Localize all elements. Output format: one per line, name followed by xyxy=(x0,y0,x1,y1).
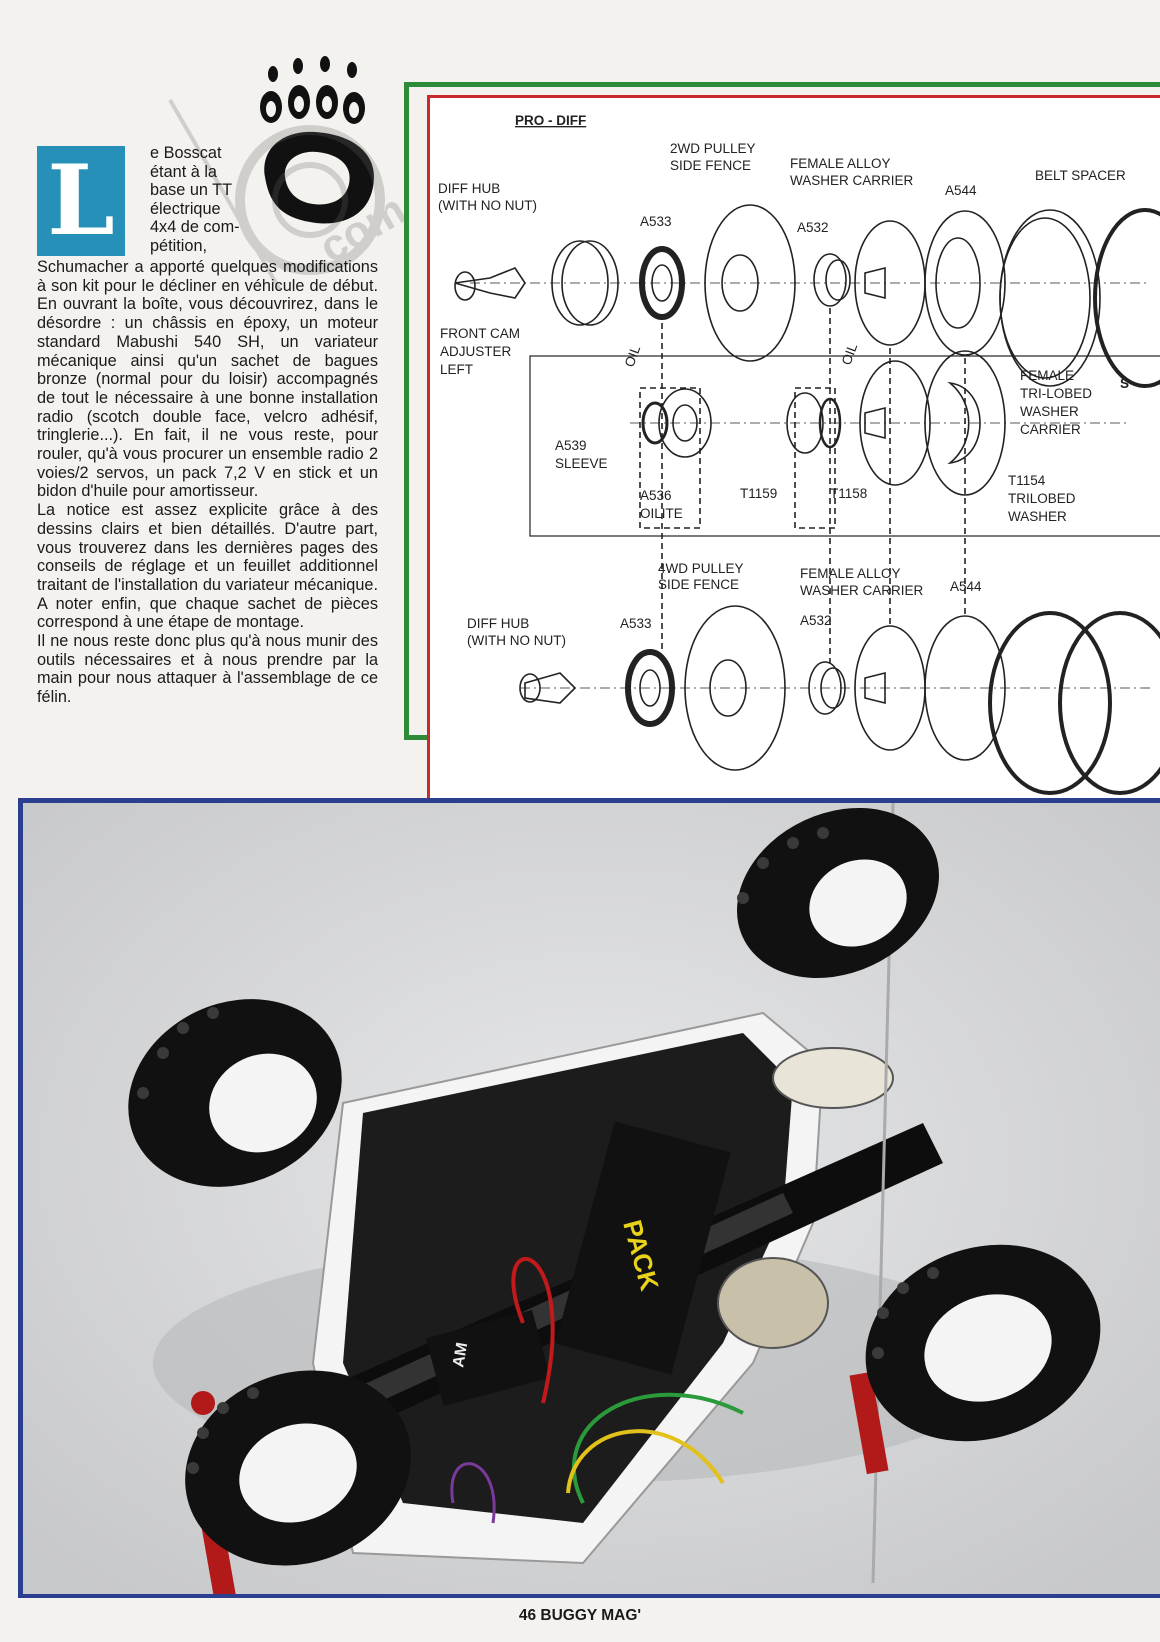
label: A536 xyxy=(640,488,672,503)
label: A544 xyxy=(950,579,982,594)
label: T1154 xyxy=(1008,473,1046,488)
label: TRILOBED xyxy=(1008,491,1076,506)
label: A533 xyxy=(640,214,672,229)
label: A544 xyxy=(945,183,977,198)
label: TRI-LOBED xyxy=(1020,386,1092,401)
label: DIFF HUB xyxy=(438,181,500,196)
label: OIL xyxy=(839,341,861,367)
paw-logo xyxy=(260,56,375,224)
label: T1158 xyxy=(830,486,867,501)
label: A532 xyxy=(800,613,832,628)
label: FEMALE ALLOY xyxy=(790,156,891,171)
label: SIDE FENCE xyxy=(670,158,751,173)
label: WASHER xyxy=(1008,509,1067,524)
label: (WITH NO NUT) xyxy=(467,633,566,648)
label: OIL xyxy=(622,343,644,369)
article-body: Schumacher a apporté quelques modificati… xyxy=(37,258,378,707)
label: A532 xyxy=(797,220,829,235)
intro-line: électrique xyxy=(150,199,221,218)
label: 4WD PULLEY xyxy=(658,561,744,576)
drop-cap: L xyxy=(37,146,125,256)
label: (WITH NO NUT) xyxy=(438,198,537,213)
label: WASHER xyxy=(1020,404,1079,419)
watermark-logo: .com xyxy=(168,98,414,292)
intro-line: pétition, xyxy=(150,236,208,255)
label: WASHER CARRIER xyxy=(790,173,914,188)
buggy-illustration: PACK AM xyxy=(23,802,1160,1615)
paragraph-3: Il ne nous reste donc plus qu'à nous mun… xyxy=(37,632,378,707)
diagram-title: PRO - DIFF xyxy=(515,113,586,128)
pro-diff-diagram: PRO - DIFF 2WD PULLEY SIDE FENCE FEMALE … xyxy=(438,113,1160,795)
diagram-panel: PRO - DIFF 2WD PULLEY SIDE FENCE FEMALE … xyxy=(427,95,1160,813)
intro-line: base un TT xyxy=(150,181,233,199)
label: SIDE FENCE xyxy=(658,577,739,592)
label: A539 xyxy=(555,438,587,453)
label: BELT SPACER xyxy=(1035,168,1126,183)
label: 2WD PULLEY xyxy=(670,141,756,156)
label: FEMALE ALLOY xyxy=(800,566,901,581)
intro-line: 4x4 de com- xyxy=(150,218,240,236)
label: FRONT CAM xyxy=(440,326,520,341)
label: WASHER CARRIER xyxy=(800,583,924,598)
label: SLEEVE xyxy=(555,456,608,471)
buggy-photo: PACK AM xyxy=(23,802,1160,1615)
label: LEFT xyxy=(440,362,473,377)
intro-line: étant à la xyxy=(150,162,217,181)
receiver-label: AM xyxy=(450,1341,471,1368)
paragraph-2: La notice est assez explicite grâce à de… xyxy=(37,501,378,632)
label: A533 xyxy=(620,616,652,631)
label: FEMALE xyxy=(1020,368,1074,383)
label: S xyxy=(1120,376,1129,391)
label: T1159 xyxy=(740,486,777,501)
label: OILITE xyxy=(640,506,683,521)
photo-frame: PACK AM xyxy=(18,798,1160,1615)
label: ADJUSTER xyxy=(440,344,512,359)
intro-lines: e Bosscat étant à la base un TT électriq… xyxy=(150,144,280,255)
intro-line: e Bosscat xyxy=(150,144,222,162)
label: CARRIER xyxy=(1020,422,1081,437)
label: DIFF HUB xyxy=(467,616,529,631)
paragraph-1: Schumacher a apporté quelques modificati… xyxy=(37,258,378,501)
page-folio: 46 BUGGY MAG' xyxy=(518,1607,642,1624)
